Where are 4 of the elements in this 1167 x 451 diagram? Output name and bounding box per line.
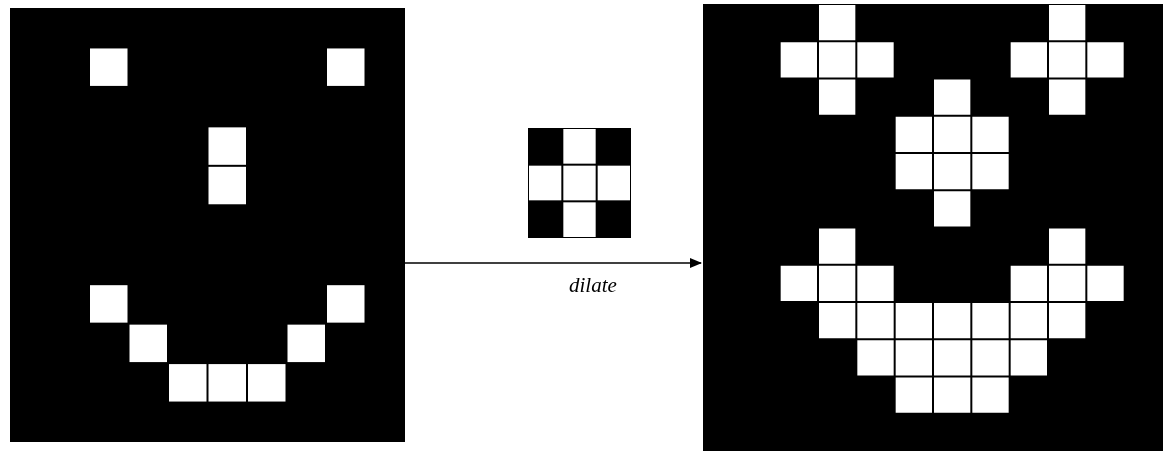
arrow [404,258,702,268]
cross-grid-drawing [528,128,631,238]
pixel-grid-drawing [10,8,405,442]
pixel-grid-drawing [703,4,1163,451]
